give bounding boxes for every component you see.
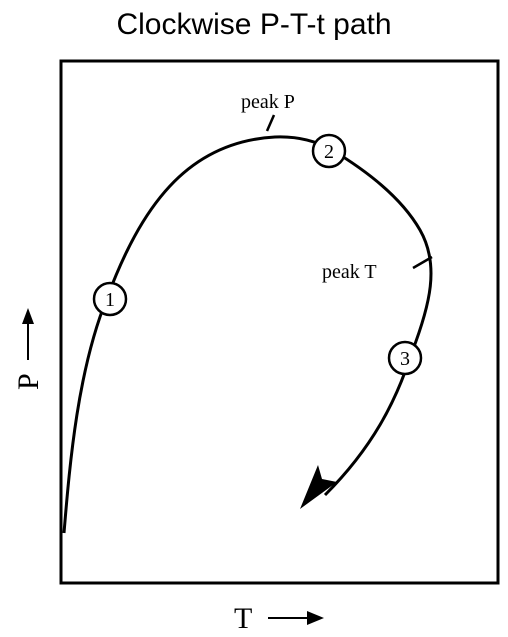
stage-marker-3-label: 3 [400,348,410,370]
x-axis-arrow-icon [307,611,324,625]
pt-path-curve [62,135,433,534]
peak-t-label: peak T [322,261,377,283]
peak-p-tick [265,114,276,132]
stage-marker-2-label: 2 [324,141,334,163]
diagram-title: Clockwise P-T-t path [116,8,392,41]
peak-p-label: peak P [241,91,295,113]
stage-marker-1: 1 [92,281,128,317]
y-axis-arrow-icon [22,308,34,324]
y-axis-label: P [12,373,45,390]
path-arrowhead [300,465,337,509]
plot-frame [59,59,500,585]
x-axis-label-group: T [234,602,324,635]
stage-marker-2: 2 [311,133,347,169]
y-axis-label-group: P [12,308,45,390]
peak-t-tick [412,255,433,270]
stage-marker-3: 3 [387,340,423,376]
x-axis-label: T [234,602,252,635]
stage-marker-1-label: 1 [105,289,115,311]
